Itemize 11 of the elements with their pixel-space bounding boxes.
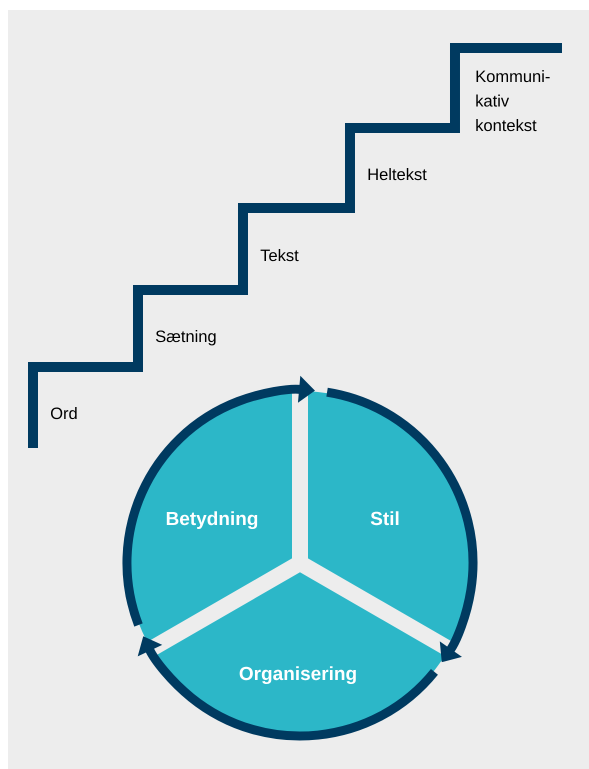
node-label: Stil [370, 511, 398, 526]
node-label: Betydning [166, 511, 258, 530]
pie-sector: Organisering [155, 572, 445, 735]
step-label: Kommuni-kativ kontekst [476, 70, 550, 132]
step-label: Tekst [260, 249, 299, 262]
step-label: Ord [50, 407, 77, 420]
pie-sector: Stil [308, 391, 472, 642]
pie-sector: Betydning [128, 391, 292, 642]
step-label: Heltekst [368, 168, 427, 180]
node-label: Organisering [240, 666, 356, 684]
step-label: Sætning [156, 330, 216, 346]
